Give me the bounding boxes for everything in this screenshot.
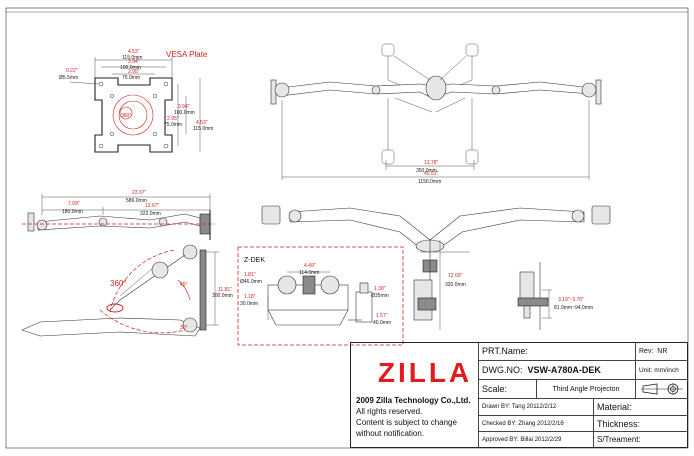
top-view xyxy=(261,205,611,330)
vesa-rotation: 360° xyxy=(121,113,131,119)
third-angle-projection-icon xyxy=(641,383,683,395)
tilt-height-mm: 300.0mm xyxy=(212,293,233,299)
vesa-r1-mm: 100.0mm xyxy=(174,110,195,116)
zdek-d-in: 1.81" xyxy=(244,272,256,278)
zdek-frame xyxy=(237,246,404,346)
part-name-label: PRT.Name: xyxy=(479,342,636,361)
vesa-top-mm: 115.0mm xyxy=(122,55,142,61)
zdek-view xyxy=(267,271,373,326)
vesa-r1-in: 3.94" xyxy=(178,104,190,110)
vesa-r2-in: 2.95" xyxy=(167,116,179,122)
unit-cell: Unit: mm/inch xyxy=(636,361,688,380)
vesa-top-in: 4.53" xyxy=(128,49,140,55)
vesa-inner-mm: 75.0mm xyxy=(122,75,140,81)
zdek-w-in: 4.49" xyxy=(304,263,316,269)
vesa-hole-in: 0.22" xyxy=(66,68,78,74)
front-outer-mm: 1156.0mm xyxy=(418,179,441,185)
checked-by: Checked BY: Zhang 2012/2/16 xyxy=(479,416,594,432)
projection-label: Third Angle Projecton xyxy=(537,380,636,399)
zdek-t-mm: 40.0mm xyxy=(373,320,391,326)
change-note: Content is subject to change xyxy=(356,418,457,427)
revision-value: NR xyxy=(657,347,668,355)
vesa-red-circle xyxy=(112,94,154,136)
rights-note: All rights reserved. xyxy=(356,407,423,416)
front-inner-in: 13.78" xyxy=(424,160,439,166)
approved-by: Approved BY: Billai 2012/2/29 xyxy=(479,432,594,447)
zdek-h-in: 1.18" xyxy=(244,294,256,300)
side-total-in: 23.07" xyxy=(132,190,147,196)
zdek-p-in: 1.38" xyxy=(374,286,386,292)
clamp-view xyxy=(517,262,552,330)
scale-label: Scale: xyxy=(479,380,537,399)
vesa-inner-in: 2.95" xyxy=(128,69,140,75)
tilt-height-in: 11.81" xyxy=(218,287,232,293)
zdek-h-mm: 30.0mm xyxy=(240,301,258,307)
vesa-mid-in: 3.94" xyxy=(128,59,140,65)
vesa-plate-title: VESA Plate xyxy=(166,50,208,59)
drawn-by: Drawn BY: Tang 20112/2/12 xyxy=(479,399,594,416)
notification-note: without notification. xyxy=(356,429,425,438)
tilt-angle-45: 45° xyxy=(180,282,188,288)
vesa-r3-in: 4.53" xyxy=(196,120,208,126)
tilt-view xyxy=(21,244,219,337)
front-inner-mm: 350.0mm xyxy=(416,168,437,174)
drawing-number: VSW-A780A-DEK xyxy=(527,365,601,375)
vesa-hole-mm: Ø5.5mm xyxy=(59,75,78,81)
zdek-t-in: 1.57" xyxy=(376,313,388,319)
sheet-border xyxy=(5,7,689,449)
front-view xyxy=(270,43,602,180)
tilt-rotation: 360° xyxy=(110,279,127,288)
projection-symbol xyxy=(636,380,688,399)
clamp-range-in: 3.19"~3.70" xyxy=(558,297,584,303)
material-label: Material: xyxy=(594,399,688,416)
side-b-in: 12.67" xyxy=(145,203,160,209)
side-view xyxy=(22,194,215,240)
revision-cell: Rev: NR xyxy=(636,342,688,361)
side-b-mm: 322.0mm xyxy=(140,211,161,217)
top-pole-mm: 320.0mm xyxy=(445,282,466,288)
drawing-number-cell: DWG.NO: VSW-A780A-DEK xyxy=(479,361,636,380)
top-pole-in: 12.60" xyxy=(448,273,463,279)
zdek-w-mm: 114.0mm xyxy=(299,270,319,276)
title-block xyxy=(350,342,688,448)
vesa-plate-outline xyxy=(94,77,173,153)
zdek-d-mm: Ø46.0mm xyxy=(240,279,262,285)
company-name: 2009 Zilla Technology Co.,Ltd. xyxy=(356,396,471,405)
clamp-range-mm: 81.0mm~94.0mm xyxy=(554,305,593,311)
vesa-plate-view xyxy=(69,57,201,153)
side-a-in: 7.09" xyxy=(68,201,80,207)
side-a-mm: 180.0mm xyxy=(62,209,83,215)
vesa-mid-mm: 100.0mm xyxy=(120,65,141,71)
thickness-label: Thickness: xyxy=(594,416,688,432)
zdek-p-mm: Ø35mm xyxy=(371,293,389,299)
vesa-r3-mm: 115.0mm xyxy=(193,126,213,132)
title-grid: PRT.Name: Rev: NR DWG.NO: VSW-A780A-DEK … xyxy=(478,342,688,448)
side-total-mm: 586.0mm xyxy=(126,198,147,204)
zdek-title: Z-DEK xyxy=(244,257,265,264)
vesa-r2-mm: 75.0mm xyxy=(164,122,182,128)
treatment-label: S/Treament: xyxy=(597,435,641,444)
tilt-angle-30: 30° xyxy=(180,325,188,331)
unit-value: mm/inch xyxy=(654,366,679,374)
company-logo: ZILLA xyxy=(377,357,473,388)
front-outer-in: 45.51" xyxy=(424,171,439,177)
